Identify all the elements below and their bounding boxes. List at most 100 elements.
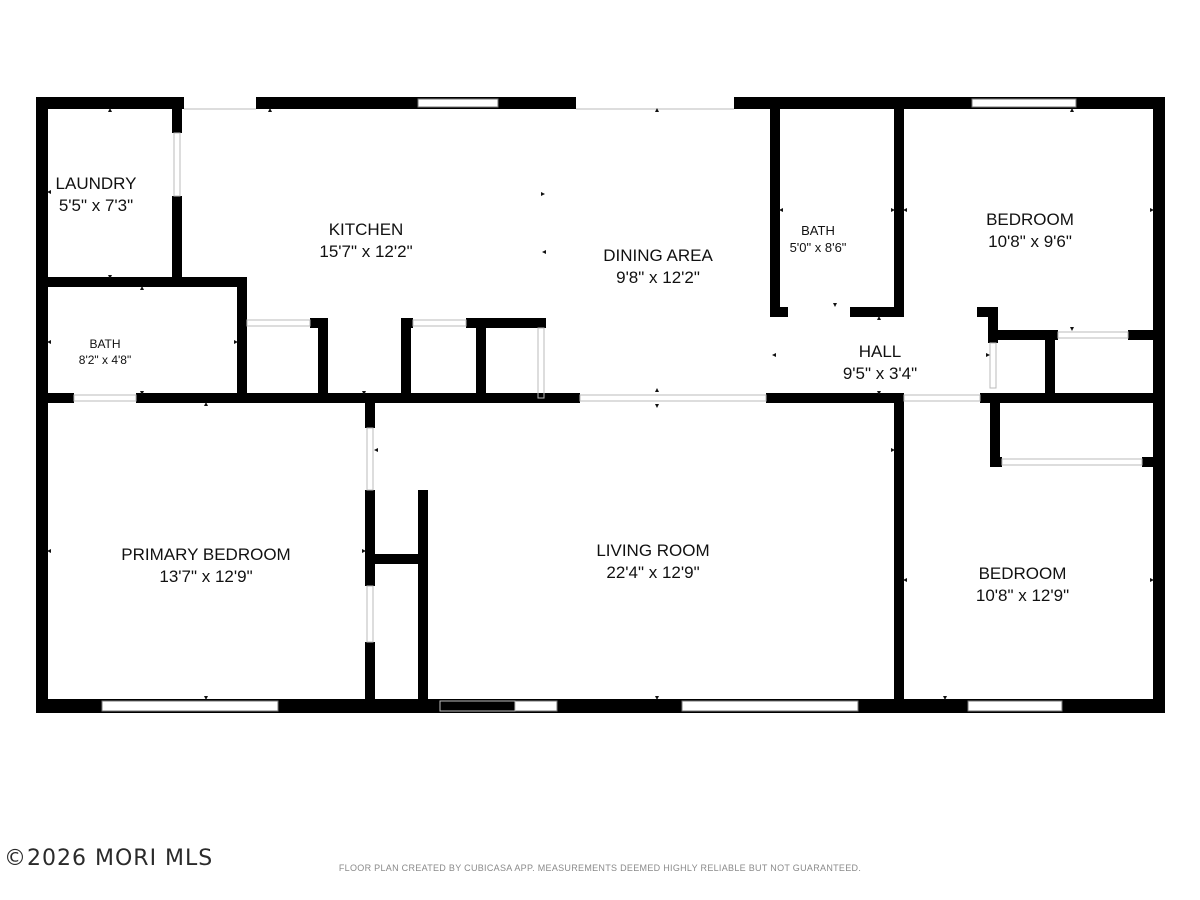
wall-closet-b-top — [401, 318, 413, 328]
wall-mid-far-right — [980, 393, 1153, 403]
room-name: LAUNDRY — [55, 174, 137, 193]
floor-plan-disclaimer: FLOOR PLAN CREATED BY CUBICASA APP. MEAS… — [338, 863, 862, 873]
door-primary-closet-lower — [366, 585, 374, 643]
wall-closet-a — [318, 318, 328, 398]
room-dimensions: 8'2" x 4'8" — [78, 352, 132, 367]
label-bedroom-bottom: BEDROOM 10'8" x 12'9" — [950, 563, 1095, 607]
marker — [1070, 327, 1074, 331]
room-name: BATH — [801, 223, 835, 238]
room-name: BEDROOM — [986, 210, 1074, 229]
room-name: DINING AREA — [603, 246, 713, 265]
wall-closet-right-lower-bottom2 — [1142, 457, 1153, 467]
windows — [101, 98, 1077, 712]
door-closet-top-a — [246, 319, 311, 327]
marker — [655, 404, 659, 408]
opening-dining-living — [579, 394, 767, 402]
wall-closet-right-top2 — [1128, 330, 1153, 340]
marker — [877, 391, 881, 395]
marker — [108, 275, 112, 279]
wall-primary-closet-left — [365, 490, 375, 586]
wall-hall-right-post — [977, 307, 997, 317]
marker — [362, 549, 366, 553]
wall-closet-a-top — [310, 318, 328, 328]
room-dimensions: 22'4" x 12'9" — [606, 563, 700, 583]
door-hall-closet — [989, 342, 997, 389]
door-closet-right-lower — [1001, 458, 1143, 466]
marker — [374, 448, 378, 452]
marker — [655, 388, 659, 392]
label-bath-left: BATH 8'2" x 4'8" — [60, 337, 150, 368]
label-kitchen: KITCHEN 15'7" x 12'2" — [296, 219, 436, 263]
marker — [140, 286, 144, 290]
wall-laundry-bottom — [48, 277, 246, 287]
label-dining-area: DINING AREA 9'8" x 12'2" — [578, 245, 738, 289]
marker — [47, 190, 51, 194]
label-hall: HALL 9'5" x 3'4" — [820, 341, 940, 385]
window-bedroom-bottom — [967, 700, 1063, 712]
wall-bath-left-right — [237, 277, 247, 403]
wall-bottom — [36, 699, 1165, 713]
room-dimensions: 9'8" x 12'2" — [616, 268, 700, 288]
window-living-bottom-a — [514, 700, 558, 712]
wall-mid-right — [766, 393, 904, 403]
wall-laundry-right-lower — [172, 196, 182, 282]
label-primary-bedroom: PRIMARY BEDROOM 13'7" x 12'9" — [106, 544, 306, 588]
marker — [877, 316, 881, 320]
openings — [73, 108, 1143, 712]
marker — [1070, 108, 1074, 112]
label-laundry: LAUNDRY 5'5" x 7'3" — [48, 173, 144, 217]
wall-closet-right-divider — [1045, 330, 1055, 400]
wall-closet-c-top — [466, 318, 546, 328]
marker — [891, 448, 895, 452]
room-name: PRIMARY BEDROOM — [121, 545, 291, 564]
window-living-bottom-b — [681, 700, 859, 712]
wall-top-right — [734, 97, 1165, 109]
marker — [903, 578, 907, 582]
wall-top-kitchen — [256, 97, 576, 109]
room-name: BEDROOM — [978, 564, 1067, 583]
marker — [891, 208, 895, 212]
room-dimensions: 10'8" x 12'9" — [975, 586, 1070, 606]
marker — [1150, 208, 1154, 212]
marker — [943, 696, 947, 700]
room-dimensions: 15'7" x 12'2" — [319, 242, 413, 262]
window-primary-bottom — [101, 700, 279, 712]
marker — [833, 303, 837, 307]
marker — [204, 696, 208, 700]
wall-bedroom-top-left — [894, 109, 904, 309]
marker — [542, 250, 546, 254]
marker — [779, 208, 783, 212]
label-bath-top: BATH 5'0" x 8'6" — [780, 223, 856, 257]
wall-right — [1153, 97, 1165, 713]
marker — [986, 353, 990, 357]
marker — [541, 192, 545, 196]
marker — [772, 353, 776, 357]
door-primary-closet-top — [366, 427, 374, 491]
marker — [47, 549, 51, 553]
label-bedroom-top: BEDROOM 10'8" x 9'6" — [960, 209, 1100, 253]
door-closet-right-top — [1057, 331, 1129, 339]
wall-primary-closet-lower — [365, 642, 375, 706]
wall-bedroom-bottom-left — [894, 398, 904, 706]
wall-primary-closet-top — [365, 398, 375, 428]
room-dimensions: 5'0" x 8'6" — [789, 239, 847, 255]
room-dimensions: 5'5" x 7'3" — [58, 196, 134, 216]
wall-primary-closet-mid — [365, 554, 428, 564]
room-name: HALL — [858, 342, 902, 361]
marker — [1150, 578, 1154, 582]
marker — [204, 402, 208, 406]
walls — [36, 97, 1165, 713]
wall-primary-closet-right — [418, 490, 428, 705]
dimension-markers — [47, 108, 1154, 700]
door-closet-side-c — [537, 327, 545, 399]
wall-mid-center — [136, 393, 580, 403]
door-bedroom-bottom — [903, 394, 981, 402]
wall-bath-top-left — [770, 109, 780, 317]
wall-bath-top-left-foot — [770, 307, 788, 317]
wall-hall-right-a — [988, 307, 998, 343]
wall-mid-left — [48, 393, 74, 403]
label-living-room: LIVING ROOM 22'4" x 12'9" — [573, 540, 733, 584]
wall-left — [36, 97, 48, 713]
wall-closet-right-top — [988, 330, 1058, 340]
wall-closet-right-lower-a — [990, 393, 1000, 467]
